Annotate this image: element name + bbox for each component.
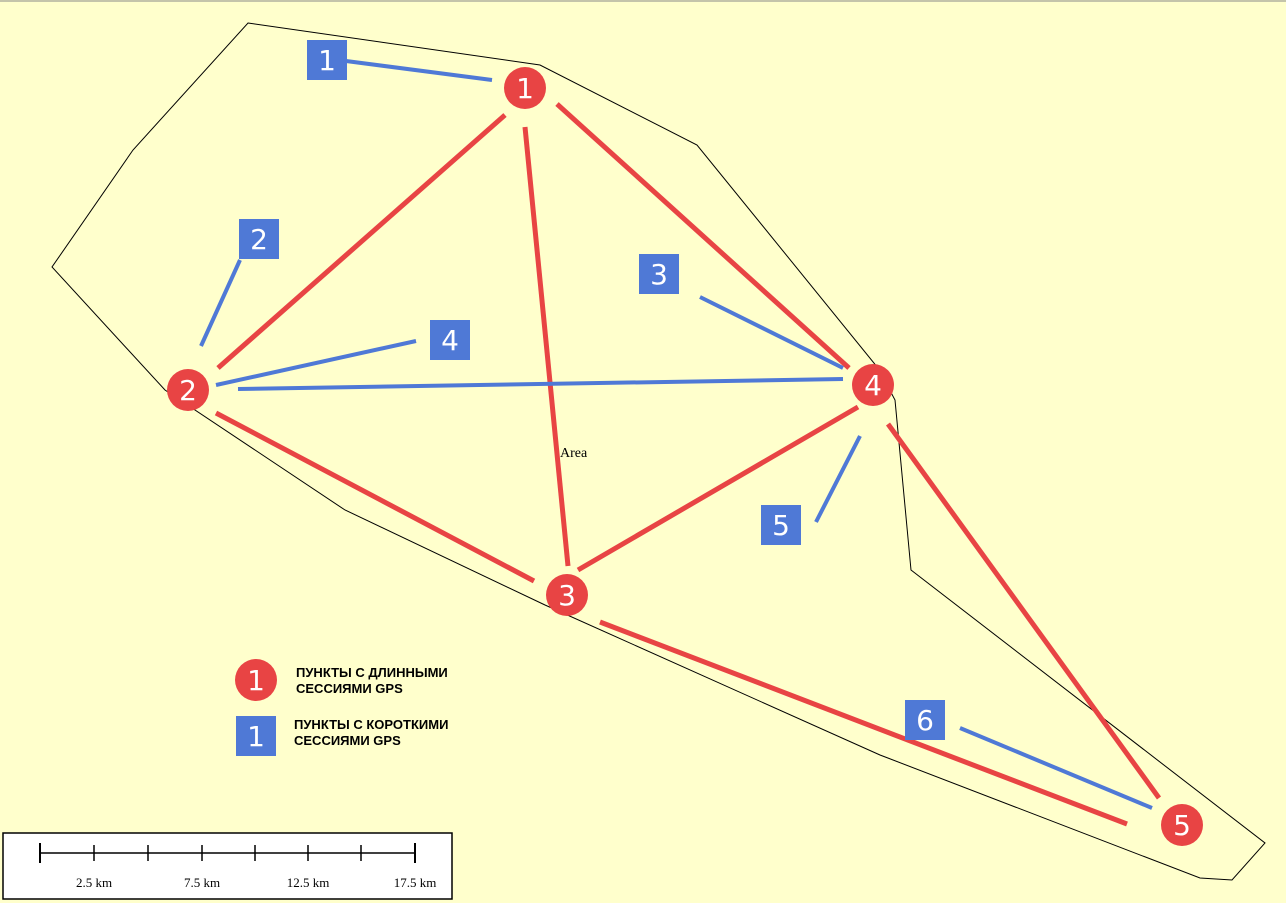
long-point-label: 1 bbox=[516, 72, 534, 105]
legend-short-line1: ПУНКТЫ С КОРОТКИМИ bbox=[294, 717, 448, 732]
short-point-label: 1 bbox=[318, 44, 336, 77]
long-point-label: 2 bbox=[179, 374, 197, 407]
scale-label-2: 7.5 km bbox=[184, 875, 220, 890]
link-l4-l5 bbox=[885, 422, 1162, 800]
long-point-marker-1[interactable]: 1 bbox=[504, 67, 546, 109]
short-point-label: 5 bbox=[772, 509, 790, 542]
legend-short-symbol-label: 1 bbox=[247, 720, 265, 753]
scale-label-1: 2.5 km bbox=[76, 875, 112, 890]
link-l3-l5 bbox=[599, 619, 1128, 827]
link-s6-l5 bbox=[959, 726, 1153, 810]
link-l2-l4 bbox=[237, 377, 844, 391]
short-point-label: 2 bbox=[250, 223, 268, 256]
legend-long-line2: СЕССИЯМИ GPS bbox=[296, 681, 403, 696]
long-point-marker-4[interactable]: 4 bbox=[852, 364, 894, 406]
link-s2-l2 bbox=[199, 259, 242, 347]
short-point-marker-2[interactable]: 2 bbox=[239, 219, 279, 259]
link-l1-l2 bbox=[216, 113, 507, 370]
long-point-label: 4 bbox=[864, 369, 882, 402]
legend-short-symbol: 1 bbox=[236, 716, 276, 756]
legend-long-line1: ПУНКТЫ С ДЛИННЫМИ bbox=[296, 665, 448, 680]
scale-label-4: 17.5 km bbox=[394, 875, 437, 890]
long-point-label: 5 bbox=[1173, 809, 1191, 842]
short-point-label: 3 bbox=[650, 258, 668, 291]
link-s4-l2 bbox=[215, 339, 417, 387]
legend-long-symbol-label: 1 bbox=[247, 664, 265, 697]
area-boundary bbox=[51, 22, 1266, 881]
long-session-links bbox=[214, 102, 1162, 827]
short-point-marker-5[interactable]: 5 bbox=[761, 505, 801, 545]
scale-label-3: 12.5 km bbox=[287, 875, 330, 890]
short-session-links bbox=[199, 59, 1153, 810]
legend-long-symbol: 1 bbox=[235, 659, 277, 701]
short-point-marker-4[interactable]: 4 bbox=[430, 320, 470, 360]
long-point-label: 3 bbox=[558, 579, 576, 612]
link-l1-l4 bbox=[555, 102, 851, 370]
link-l2-l3 bbox=[214, 410, 536, 584]
link-s3-l4 bbox=[699, 295, 844, 370]
legend: 1 ПУНКТЫ С ДЛИННЫМИ СЕССИЯМИ GPS 1 ПУНКТ… bbox=[235, 659, 448, 756]
link-l1-l3 bbox=[522, 126, 571, 567]
short-point-label: 6 bbox=[916, 704, 934, 737]
short-point-marker-1[interactable]: 1 bbox=[307, 40, 347, 80]
long-point-marker-5[interactable]: 5 bbox=[1161, 804, 1203, 846]
long-point-marker-3[interactable]: 3 bbox=[546, 574, 588, 616]
legend-short-line2: СЕССИЯМИ GPS bbox=[294, 733, 401, 748]
link-s1-l1 bbox=[345, 59, 493, 82]
link-s5-l4 bbox=[814, 435, 862, 523]
short-point-marker-3[interactable]: 3 bbox=[639, 254, 679, 294]
short-point-label: 4 bbox=[441, 324, 459, 357]
scale-bar: 2.5 km 7.5 km 12.5 km 17.5 km bbox=[2, 832, 453, 900]
link-l3-l4 bbox=[576, 404, 860, 573]
long-point-marker-2[interactable]: 2 bbox=[167, 369, 209, 411]
area-label: Area bbox=[560, 446, 588, 461]
short-point-marker-6[interactable]: 6 bbox=[905, 700, 945, 740]
